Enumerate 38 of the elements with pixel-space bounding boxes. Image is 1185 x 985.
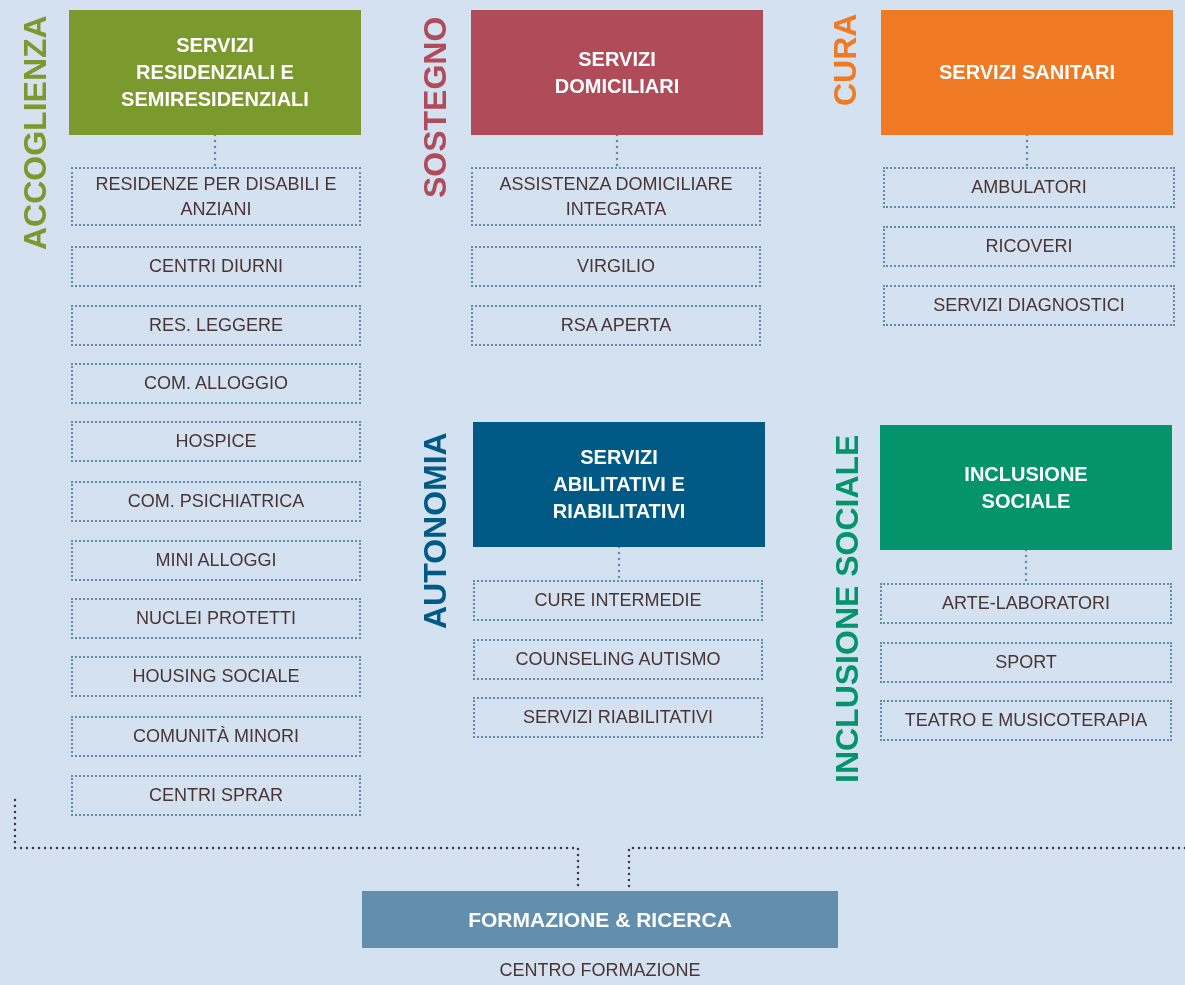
node-label: CENTRO FORMAZIONE — [498, 958, 702, 982]
dotted-connector — [615, 133, 619, 169]
service-box: AMBULATORI — [883, 167, 1175, 208]
section-heading: ACCOGLIENZA — [16, 14, 54, 252]
service-box: MINI ALLOGGI — [71, 540, 361, 581]
section-heading: AUTONOMIA — [416, 431, 454, 632]
service-box: SPORT — [880, 642, 1172, 683]
category-box: SERVIZI ABILITATIVI E RIABILITATIVI — [473, 422, 765, 547]
category-box: INCLUSIONE SOCIALE — [880, 425, 1172, 550]
service-box: NUCLEI PROTETTI — [71, 598, 361, 639]
service-box: COUNSELING AUTISMO — [473, 639, 763, 680]
section-heading: SOSTEGNO — [416, 15, 454, 200]
dotted-connector — [1025, 133, 1029, 169]
service-box: COMUNITÀ MINORI — [71, 716, 361, 757]
service-box: COM. PSICHIATRICA — [71, 481, 361, 522]
service-box: HOUSING SOCIALE — [71, 656, 361, 697]
service-box: COM. ALLOGGIO — [71, 363, 361, 404]
category-box: SERVIZI DOMICILIARI — [471, 10, 763, 135]
service-box: SERVIZI RIABILITATIVI — [473, 697, 763, 738]
service-box: CENTRI DIURNI — [71, 246, 361, 287]
section-heading: INCLUSIONE SOCIALE — [828, 433, 866, 786]
service-box: RESIDENZE PER DISABILI E ANZIANI — [71, 167, 361, 226]
service-box: RES. LEGGERE — [71, 305, 361, 346]
service-box: ARTE-LABORATORI — [880, 583, 1172, 624]
service-box: RSA APERTA — [471, 305, 761, 346]
service-box: SERVIZI DIAGNOSTICI — [883, 285, 1175, 326]
service-box: HOSPICE — [71, 421, 361, 462]
section-heading: CURA — [826, 12, 864, 109]
dotted-connector — [213, 133, 217, 169]
category-box: FORMAZIONE & RICERCA — [362, 891, 838, 948]
category-box: SERVIZI RESIDENZIALI E SEMIRESIDENZIALI — [69, 10, 361, 135]
service-box: CENTRI SPRAR — [71, 775, 361, 816]
service-box: TEATRO E MUSICOTERAPIA — [880, 700, 1172, 741]
service-box: VIRGILIO — [471, 246, 761, 287]
category-box: SERVIZI SANITARI — [881, 10, 1173, 135]
service-box: RICOVERI — [883, 226, 1175, 267]
service-box: CURE INTERMEDIE — [473, 580, 763, 621]
service-box: ASSISTENZA DOMICILIARE INTEGRATA — [471, 167, 761, 226]
